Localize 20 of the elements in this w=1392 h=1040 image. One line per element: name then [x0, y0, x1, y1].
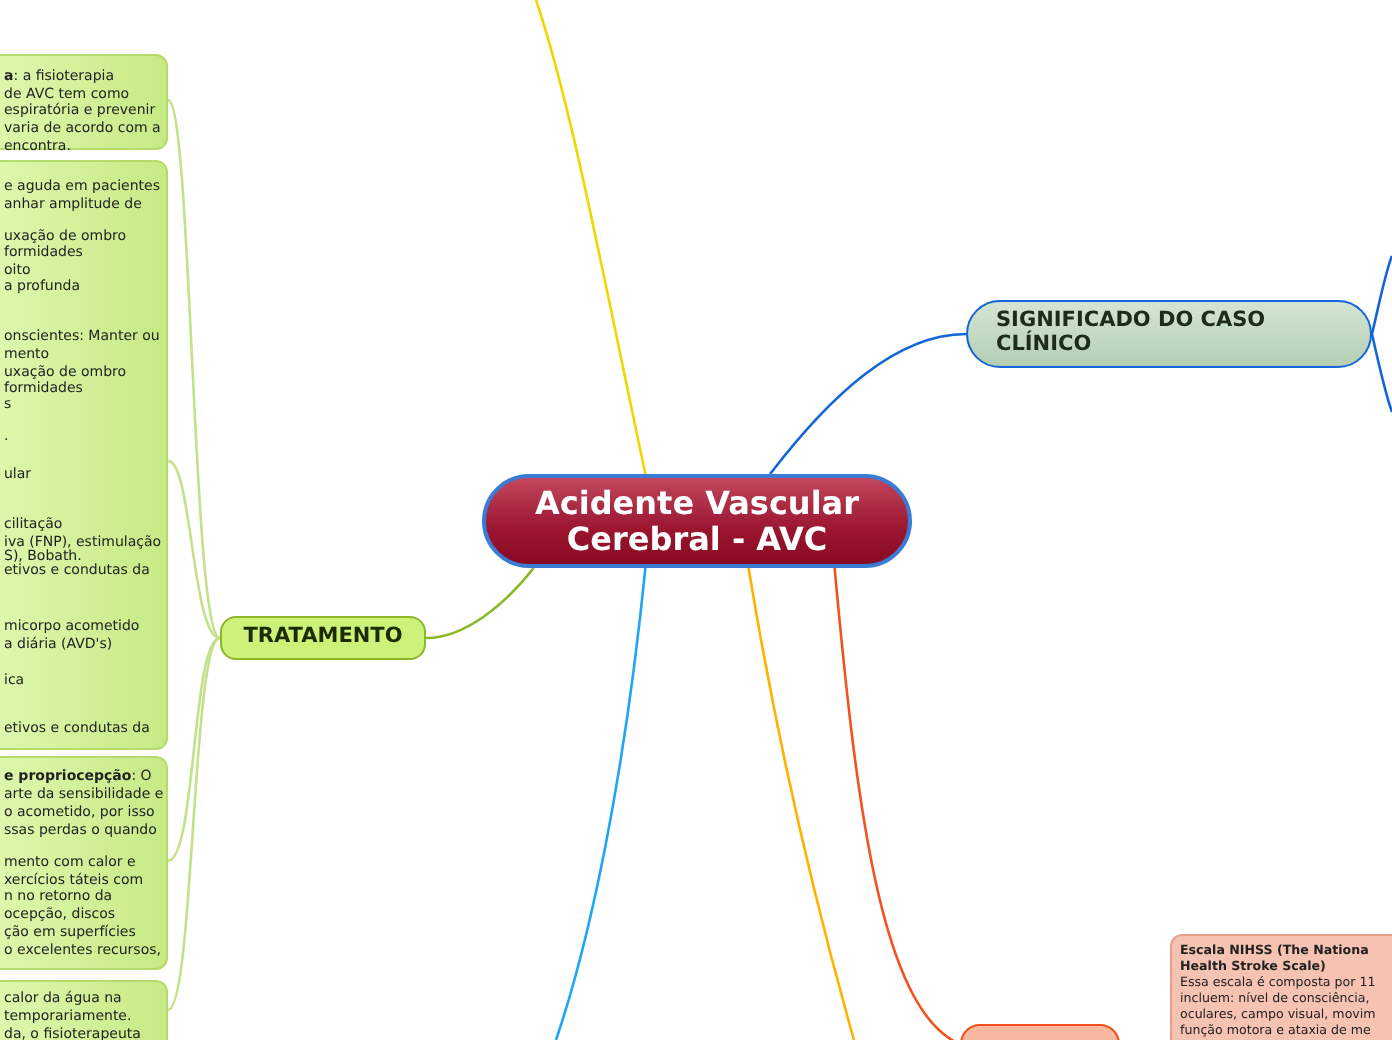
main-topic: [966, 300, 1372, 368]
topic-label: TRATAMENTO: [241, 622, 405, 653]
central-topic: [482, 474, 912, 568]
note-card: [0, 160, 168, 750]
branch-line: [167, 637, 221, 1011]
branch-line: [1370, 333, 1392, 413]
note-card: [0, 54, 168, 150]
branch-line: [534, 0, 647, 475]
note-card: [0, 756, 168, 970]
branch-line: [747, 567, 856, 1040]
subtopic: [220, 616, 426, 660]
branch-line: [166, 99, 222, 639]
topic-label: Acidente Vascular Cerebral - AVC: [533, 481, 861, 561]
branch-line: [167, 636, 221, 862]
branch-line: [425, 567, 535, 640]
topic-label: SIGNIFICADO DO CASO CLÍNICO: [994, 306, 1268, 360]
branch-line: [167, 459, 221, 640]
branch-line: [554, 567, 647, 1040]
branch-line: [1370, 255, 1392, 335]
branch-line: [769, 332, 967, 475]
